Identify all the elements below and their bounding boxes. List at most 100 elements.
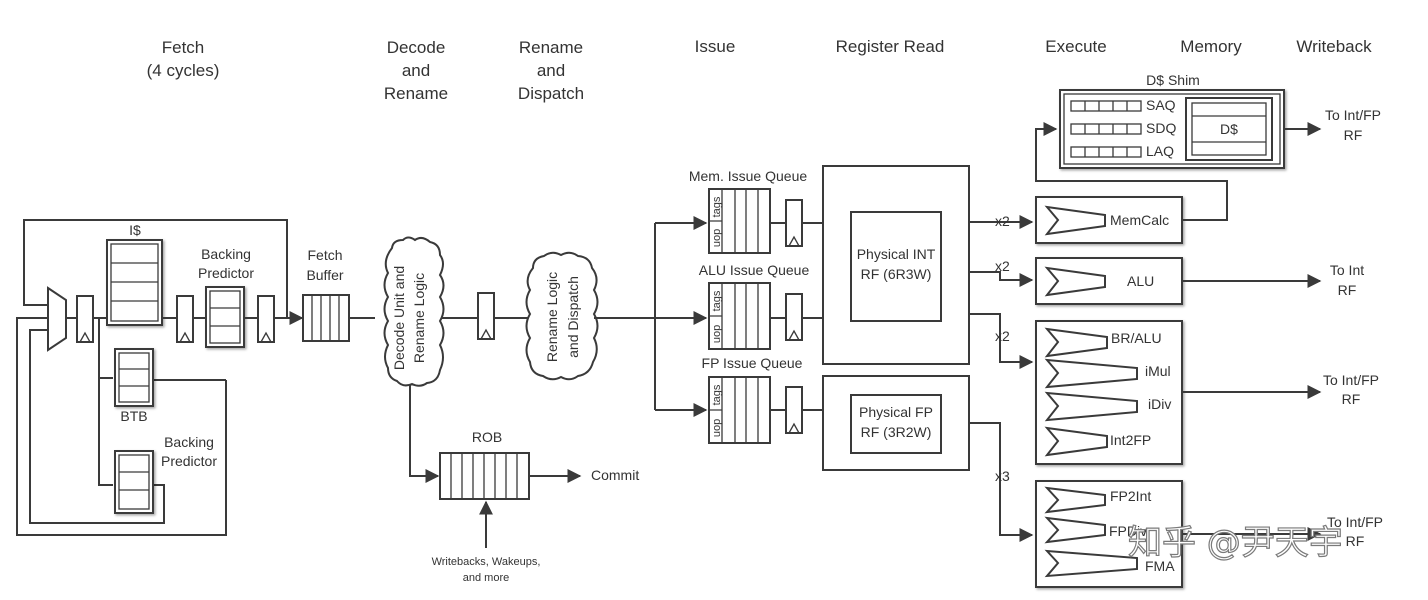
decode-register (477, 292, 495, 340)
fp-register-file (850, 394, 942, 454)
fp-rf-label-2: RF (3R2W) (861, 424, 932, 440)
rename-cloud-text-2: and Dispatch (565, 276, 581, 358)
stage-rename-line3: Dispatch (518, 84, 584, 103)
br-alu-icon (1044, 327, 1108, 358)
rename-cloud-text-1: Rename Logic (544, 272, 560, 362)
alu-issue-queue-label: ALU Issue Queue (699, 262, 810, 278)
decode-cloud: Decode Unit and Rename Logic (383, 236, 528, 483)
alu-writeback-label-1: To Int (1330, 262, 1364, 278)
rob-inputs-line2: and more (463, 572, 509, 584)
btb-label: BTB (120, 408, 147, 424)
pc-register (76, 295, 94, 343)
sdq-queue (1070, 123, 1142, 135)
laq-label: LAQ (1146, 143, 1174, 159)
stage-register-read: Register Read (836, 37, 945, 56)
dshim-title: D$ Shim (1146, 72, 1200, 88)
next-pc-mux (47, 286, 67, 352)
fp-writeback-label-1: To Int/FP (1327, 514, 1383, 530)
int-rf-label-1: Physical INT (857, 246, 936, 262)
stage-memory: Memory (1180, 37, 1242, 56)
fma-label: FMA (1145, 558, 1175, 574)
fp-cluster-multiplicity: x3 (995, 468, 1010, 484)
backing-predictor-bottom-label-1: Backing (164, 434, 214, 450)
fp-rf-label-1: Physical FP (859, 404, 933, 420)
fetch-loop-top (23, 219, 288, 318)
alu-multiplicity: x2 (995, 258, 1010, 274)
fetch-register-2 (257, 295, 275, 343)
dcache-shim: D$ Shim SAQ SDQ LAQ D$ To Int/FP RF (1035, 72, 1381, 221)
dshim-writeback-label-1: To Int/FP (1325, 107, 1381, 123)
int2fp-icon (1044, 426, 1108, 457)
alu-icon (1044, 266, 1106, 297)
sdq-label: SDQ (1146, 120, 1176, 136)
memcalc-alu-icon (1044, 205, 1106, 236)
alu-issue-register (785, 293, 803, 341)
rename-cloud: Rename Logic and Dispatch (525, 216, 708, 417)
memcalc-multiplicity: x2 (995, 213, 1010, 229)
fp-issue-queue-label: FP Issue Queue (702, 355, 803, 371)
dcache-label: D$ (1220, 121, 1238, 137)
int-writeback-label-2: RF (1342, 391, 1361, 407)
alu-label: ALU (1127, 273, 1154, 289)
imul-label: iMul (1145, 363, 1171, 379)
idiv-label: iDiv (1148, 396, 1171, 412)
stage-headers: Fetch (4 cycles) Decode and Rename Renam… (147, 37, 1372, 103)
fetch-register-1 (176, 295, 194, 343)
int-register-file (850, 211, 942, 322)
backing-predictor-bottom-label-2: Predictor (161, 453, 217, 469)
stage-decode-line1: Decode (387, 38, 446, 57)
rob-block: ROB Commit Writebacks, Wakeups, and more (432, 429, 640, 584)
mem-queue-tags: tags (711, 196, 723, 217)
backing-predictor-bottom (114, 450, 154, 514)
alu-unit (1035, 257, 1183, 305)
backing-predictor-top-label-2: Predictor (198, 265, 254, 281)
br-alu-label: BR/ALU (1111, 330, 1162, 346)
int-writeback-label-1: To Int/FP (1323, 372, 1379, 388)
saq-queue (1070, 100, 1142, 112)
saq-label: SAQ (1146, 97, 1176, 113)
fp-queue-uop: uop (711, 419, 723, 437)
int-rf-label-2: RF (6R3W) (861, 266, 932, 282)
fp-writeback-label-2: RF (1346, 533, 1365, 549)
stage-decode-line3: Rename (384, 84, 448, 103)
fetch-buffer (302, 294, 350, 342)
fetch-loop-bp (29, 329, 165, 524)
int-execute-cluster (1035, 320, 1183, 465)
fetch-buffer-label-2: Buffer (306, 267, 343, 283)
memcalc-label: MemCalc (1110, 212, 1169, 228)
execute-units: MemCalc ALU To Int RF BR/ALU iMul iDiv I… (1035, 196, 1383, 588)
backing-predictor-top-label-1: Backing (201, 246, 251, 262)
dshim-writeback-label-2: RF (1344, 127, 1363, 143)
watermark: 知乎 @尹天宇 (1128, 523, 1343, 563)
execute-wires: x2 x2 x2 x3 (969, 213, 1034, 542)
stage-fetch-title: Fetch (162, 38, 205, 57)
fetch-loop-btb (16, 317, 227, 536)
icache-label: I$ (129, 222, 141, 238)
mem-issue-register (785, 199, 803, 247)
btb (114, 348, 154, 407)
mem-issue-queue-label: Mem. Issue Queue (689, 168, 807, 184)
stage-issue: Issue (695, 37, 736, 56)
decode-cloud-text-2: Rename Logic (411, 273, 427, 363)
mem-queue-uop: uop (711, 229, 723, 247)
int2fp-label: Int2FP (1110, 432, 1151, 448)
alu-writeback-label-2: RF (1338, 282, 1357, 298)
fma-icon (1044, 549, 1138, 578)
commit-label: Commit (591, 467, 639, 483)
fp-queue-tags: tags (711, 384, 723, 405)
fp2int-icon (1044, 486, 1106, 514)
backing-predictor-top (205, 286, 245, 348)
stage-rename-line1: Rename (519, 38, 583, 57)
fp2int-label: FP2Int (1110, 488, 1151, 504)
stage-rename-line2: and (537, 61, 565, 80)
int-cluster-multiplicity: x2 (995, 328, 1010, 344)
stage-execute: Execute (1045, 37, 1106, 56)
register-files: Physical INT RF (6R3W) Physical FP RF (3… (822, 165, 970, 471)
fpdiv-icon (1044, 516, 1106, 544)
fpdiv-label: FPDiv (1109, 523, 1147, 539)
decode-cloud-text-1: Decode Unit and (391, 266, 407, 370)
stage-decode-line2: and (402, 61, 430, 80)
rob-inputs-line1: Writebacks, Wakeups, (432, 556, 541, 568)
stage-fetch-subtitle: (4 cycles) (147, 61, 220, 80)
